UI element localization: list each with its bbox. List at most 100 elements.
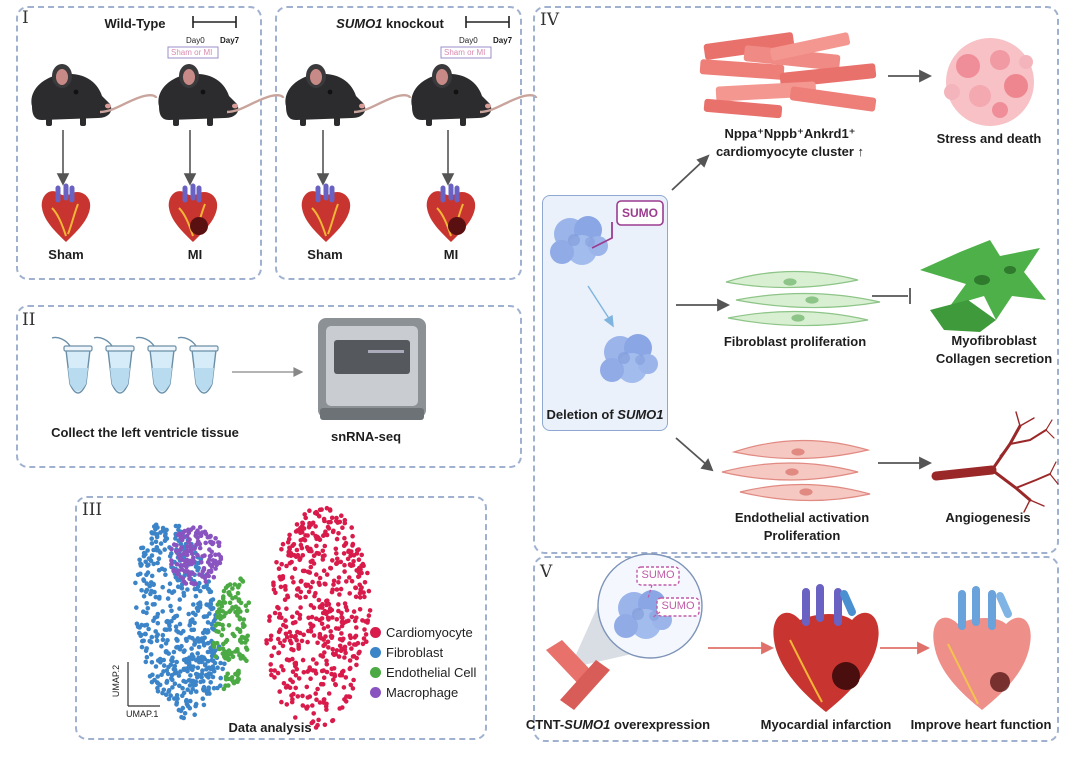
umap-point [316,597,322,603]
umap-point [295,552,301,558]
umap-point [188,698,193,704]
label-ko-sham: Sham [307,247,343,262]
umap-point [208,553,214,559]
umap-point [290,620,296,626]
umap-point [216,540,221,545]
umap-point [176,527,181,533]
umap-point [237,617,243,622]
umap-point [300,568,306,574]
umap-point [336,654,342,659]
umap-point [301,670,307,675]
umap-point [283,618,288,623]
knockout-suffix: knockout [382,16,444,31]
umap-point [314,661,319,666]
sequencer-icon [318,318,426,420]
umap-point [200,554,205,559]
umap-point [339,646,344,652]
umap-point [313,524,318,529]
umap-point [194,586,200,592]
umap-point [299,638,305,644]
umap-point [203,540,208,546]
umap-point [158,530,163,535]
deletion-prefix: Deletion of [546,407,618,422]
umap-point [181,657,187,663]
umap-point [190,656,195,662]
umap-point [244,647,250,652]
umap-point [191,602,196,607]
umap-point [276,566,282,571]
umap-point [189,646,194,651]
umap-point [205,620,211,625]
umap-point [345,556,351,562]
umap-point [336,580,341,585]
umap-point [148,652,154,657]
umap-point [357,595,363,600]
umap-point [294,593,300,598]
umap-point [155,632,160,637]
umap-point [226,676,231,682]
umap-point [337,592,342,597]
umap-point [268,662,274,667]
blood-vessel-icon [931,411,1059,513]
umap-point [175,644,180,650]
umap-point [169,562,174,567]
umap-point [330,646,336,652]
umap-point [314,572,319,577]
umap-point [301,632,307,638]
umap-point [143,559,148,565]
umap-point [350,686,356,691]
umap-point [276,650,282,655]
umap-point [184,533,190,539]
legend-label: Fibroblast [386,645,444,660]
umap-point [210,626,215,631]
umap-point [197,545,203,551]
umap-point [336,626,341,631]
umap-point [233,604,239,609]
umap-point [198,533,204,539]
umap-point [152,589,157,595]
umap-point [144,654,150,660]
umap-point [179,545,184,550]
umap-point [277,611,283,617]
umap-point [200,574,205,579]
umap-point [218,683,223,688]
umap-point [279,664,284,669]
umap-point [204,691,210,696]
umap-point [275,670,281,676]
umap-point [293,685,299,691]
umap-point [191,555,196,561]
umap-point [287,545,292,551]
umap-point [310,623,316,628]
umap-point [178,669,183,674]
umap-point [221,686,227,692]
umap-point [142,623,147,628]
umap-point [185,569,190,574]
umap-point [304,705,309,710]
umap-point [284,634,290,640]
umap-point [139,588,144,593]
umap-point [350,541,356,547]
umap-point [287,560,293,566]
umap-point [221,588,227,594]
umap-point [160,632,166,638]
umap-point [155,525,160,530]
umap-point [310,558,315,564]
umap-point [326,645,331,650]
umap-point [184,560,190,566]
umap-point [182,648,187,653]
heart-wt-mi [169,186,217,242]
collect-tissue-label: Collect the left ventricle tissue [51,425,239,440]
umap-point [323,581,328,587]
umap-point [341,543,347,548]
umap-point [284,563,289,569]
umap-point [138,561,143,566]
umap-point [357,590,363,596]
umap-point [153,594,159,600]
umap-point [180,705,186,711]
umap-point [172,681,178,686]
umap-point [307,694,313,699]
umap-point [297,630,303,636]
myofibroblast-label-line2: Collagen secretion [935,351,1053,366]
umap-point [289,575,295,580]
